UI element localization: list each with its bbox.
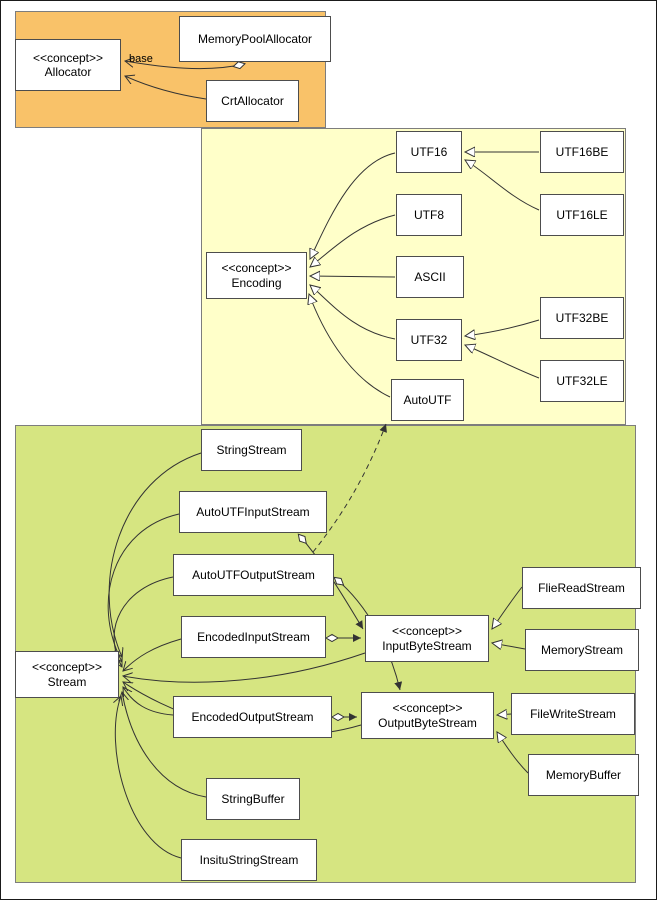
edge-inputbytestream-stream [123,652,366,683]
stereotype-label: <<concept>> [392,701,463,716]
edge-memorystream-inputbytestream [492,643,526,649]
node-utf16be: UTF16BE [540,131,624,173]
edge-filewritestream-outputbytestream [497,714,512,715]
edge-encodedoutputstream-stream [123,687,174,716]
node-encoding-concept: <<concept>> Encoding [206,252,307,299]
node-allocator-concept: <<concept>> Allocator [15,39,121,91]
stereotype-label: <<concept>> [31,660,103,675]
node-encoded-output-stream: EncodedOutputStream [173,696,332,738]
concept-name: InputByteStream [382,638,472,653]
base-edge-label: base [129,53,153,65]
node-file-write-stream: FileWriteStream [511,693,635,735]
node-string-stream: StringStream [201,429,302,471]
node-utf8: UTF8 [396,194,462,236]
edge-autoutfoutputstream-stream [114,576,174,667]
edge-crtallocator-allocator [125,76,207,100]
concept-name: Allocator [44,65,92,79]
node-crt-allocator: CrtAllocator [206,80,299,122]
edge-utf8-encoding [310,214,396,267]
edge-stringstream-stream [108,452,202,657]
node-string-buffer: StringBuffer [206,778,300,820]
edge-utf16-encoding [310,152,396,259]
edge-utf32le-utf32 [465,345,540,379]
node-autoutf-input-stream: AutoUTFInputStream [179,491,327,533]
node-utf16: UTF16 [396,131,462,173]
node-utf32be: UTF32BE [540,297,624,339]
node-output-byte-stream-concept: <<concept>> OutputByteStream [361,692,494,739]
node-memory-stream: MemoryStream [525,629,639,671]
stereotype-label: <<concept>> [32,50,104,65]
node-insitu-string-stream: InsituStringStream [181,839,317,881]
edge-utf32-encoding [310,285,396,340]
edge-memorybuffer-outputbytestream [497,732,529,774]
stereotype-label: <<concept>> [391,624,463,639]
node-utf32le: UTF32LE [540,360,624,402]
concept-name: OutputByteStream [378,715,477,730]
edge-fliereadstream-inputbytestream [492,586,523,629]
stereotype-label: <<concept>> [221,261,292,276]
node-autoutf: AutoUTF [391,379,464,421]
node-input-byte-stream-concept: <<concept>> InputByteStream [365,615,489,662]
node-utf32: UTF32 [396,319,462,361]
edge-insitustringstream-stream [115,696,182,859]
node-stream-concept: <<concept>> Stream [15,651,119,698]
edge-stringbuffer-stream [122,692,207,798]
concept-name: Encoding [231,275,282,290]
node-ascii: ASCII [396,256,464,298]
edge-ascii-encoding [310,276,396,277]
edge-autoutf-encoding [309,294,391,398]
edge-utf16le-utf16 [465,160,540,211]
node-autoutf-output-stream: AutoUTFOutputStream [173,554,334,596]
edge-utf32be-utf32 [465,319,540,336]
node-memory-pool-allocator: MemoryPoolAllocator [179,16,331,62]
edge-memorypoolallocator-allocator [125,61,244,69]
concept-name: Stream [47,674,87,689]
node-flie-read-stream: FlieReadStream [522,567,641,609]
edge-autoutfinputstream-autoutf [312,423,387,553]
node-memory-buffer: MemoryBuffer [528,754,639,796]
edge-encodedinputstream-stream [123,638,182,671]
node-utf16le: UTF16LE [540,194,624,236]
edge-autoutfinputstream-stream [107,513,180,662]
node-encoded-input-stream: EncodedInputStream [181,616,326,658]
